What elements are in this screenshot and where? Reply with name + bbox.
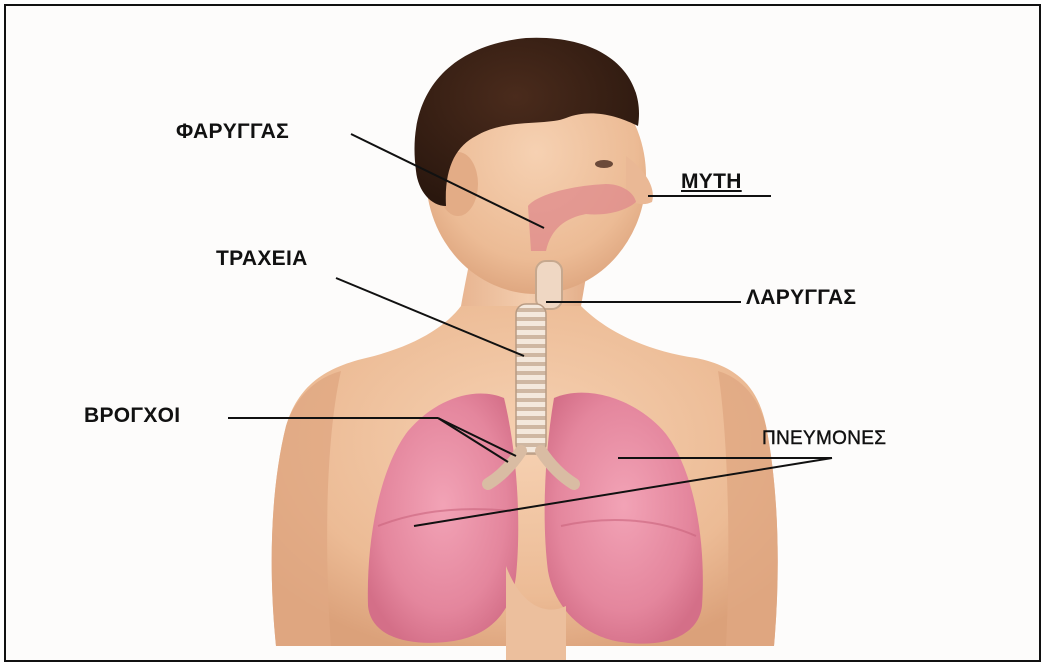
nose-label: ΜΥΤΗ bbox=[681, 170, 742, 194]
pharynx-label: ΦΑΡΥΓΓΑΣ bbox=[176, 120, 289, 144]
bronchi-label: ΒΡΟΓΧΟΙ bbox=[84, 404, 180, 428]
trachea-label: ΤΡΑΧΕΙΑ bbox=[216, 247, 308, 271]
larynx-label: ΛΑΡΥΓΓΑΣ bbox=[746, 286, 856, 310]
respiratory-system-illustration bbox=[6, 6, 1039, 660]
diagram-frame: ΦΑΡΥΓΓΑΣ ΜΥΤΗ ΤΡΑΧΕΙΑ ΛΑΡΥΓΓΑΣ ΒΡΟΓΧΟΙ Π… bbox=[4, 4, 1041, 662]
trachea bbox=[516, 304, 546, 454]
lungs-label: ΠΝΕΥΜΟΝΕΣ bbox=[762, 428, 886, 450]
head bbox=[414, 38, 652, 294]
